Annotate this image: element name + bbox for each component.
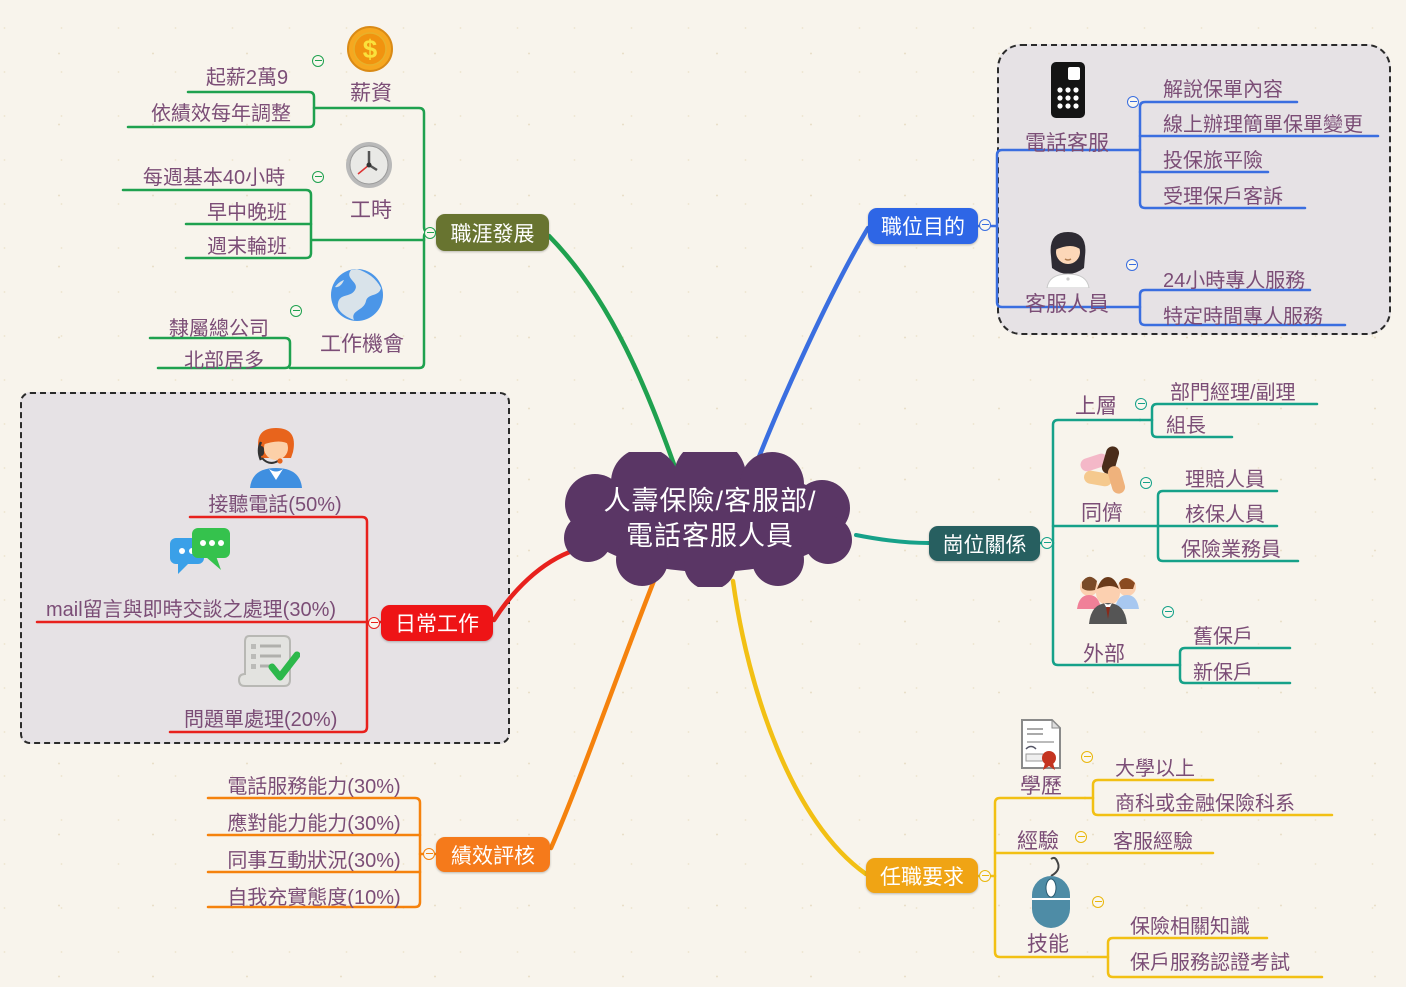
collapse-toggle-skills[interactable]	[1092, 896, 1104, 908]
collapse-toggle-relations[interactable]	[1041, 537, 1053, 549]
leaf-new-policyholder[interactable]: 新保戶	[1193, 662, 1253, 684]
main-node-relations[interactable]: 崗位關係	[929, 526, 1040, 561]
leaf-complaints[interactable]: 受理保戶客訴	[1163, 186, 1283, 208]
topic-opportunity[interactable]: 工作機會	[320, 333, 404, 356]
leaf-underwriting-staff[interactable]: 核保人員	[1185, 504, 1265, 526]
leaf-dept-manager[interactable]: 部門經理/副理	[1170, 382, 1296, 404]
main-node-performance[interactable]: 績效評核	[436, 837, 550, 872]
leaf-cert-exam[interactable]: 保戶服務認證考試	[1130, 952, 1290, 974]
collapse-toggle-phone-cs[interactable]	[1127, 96, 1139, 108]
leaf-service-24h[interactable]: 24小時專人服務	[1163, 270, 1306, 292]
collapse-toggle-hours[interactable]	[312, 171, 324, 183]
leaf-self-improvement[interactable]: 自我充實態度(10%)	[227, 887, 401, 909]
topic-external[interactable]: 外部	[1083, 643, 1125, 666]
topic-superior[interactable]: 上層	[1075, 395, 1117, 418]
clock-icon	[344, 140, 394, 195]
leaf-old-policyholder[interactable]: 舊保戶	[1193, 626, 1253, 648]
leaf-peer-interaction[interactable]: 同事互動狀況(30%)	[227, 850, 401, 872]
leaf-university[interactable]: 大學以上	[1115, 758, 1195, 780]
hands-icon	[1076, 444, 1136, 503]
topic-cs-staff[interactable]: 客服人員	[1025, 293, 1109, 316]
leaf-salary-adjust[interactable]: 依績效每年調整	[151, 103, 291, 125]
collapse-toggle-performance[interactable]	[423, 848, 435, 860]
leaf-north-region[interactable]: 北部居多	[184, 350, 264, 372]
collapse-toggle-career[interactable]	[424, 227, 436, 239]
collapse-toggle-experience[interactable]	[1075, 831, 1087, 843]
leaf-service-specific-hours[interactable]: 特定時間專人服務	[1163, 306, 1323, 328]
topic-salary[interactable]: 薪資	[350, 82, 392, 105]
collapse-toggle-superior[interactable]	[1135, 398, 1147, 410]
agent-icon	[1042, 226, 1094, 293]
main-node-daily-work[interactable]: 日常工作	[381, 605, 493, 641]
main-node-requirements[interactable]: 任職要求	[866, 858, 978, 893]
group-icon	[1074, 570, 1142, 643]
certificate-icon	[1018, 718, 1064, 775]
phone-icon	[1046, 60, 1090, 125]
leaf-phone-skill[interactable]: 電話服務能力(30%)	[227, 776, 401, 798]
leaf-explain-policy[interactable]: 解說保單內容	[1163, 79, 1283, 101]
coin-icon: $	[346, 25, 394, 78]
collapse-toggle-peers[interactable]	[1140, 477, 1152, 489]
collapse-toggle-external[interactable]	[1162, 606, 1174, 618]
collapse-toggle-cs-staff[interactable]	[1126, 259, 1138, 271]
headset-agent-icon	[246, 420, 306, 493]
main-node-purpose[interactable]: 職位目的	[868, 208, 978, 244]
checklist-icon	[234, 632, 301, 699]
leaf-hours-40[interactable]: 每週基本40小時	[142, 167, 286, 189]
leaf-shifts[interactable]: 早中晚班	[207, 202, 287, 224]
svg-text:$: $	[363, 34, 378, 64]
collapse-toggle-requirements[interactable]	[979, 870, 991, 882]
leaf-business-major[interactable]: 商科或金融保險科系	[1115, 793, 1295, 815]
task-tickets[interactable]: 問題單處理(20%)	[184, 709, 338, 731]
topic-phone-cs[interactable]: 電話客服	[1025, 132, 1109, 155]
leaf-travel-insurance[interactable]: 投保旅平險	[1163, 150, 1263, 172]
leaf-claims-staff[interactable]: 理賠人員	[1185, 469, 1265, 491]
leaf-team-lead[interactable]: 組長	[1166, 415, 1206, 437]
collapse-toggle-purpose[interactable]	[979, 219, 991, 231]
leaf-response-skill[interactable]: 應對能力能力(30%)	[227, 813, 401, 835]
leaf-headquarters[interactable]: 隸屬總公司	[169, 318, 269, 340]
topic-education[interactable]: 學歷	[1020, 775, 1062, 798]
collapse-toggle-education[interactable]	[1081, 751, 1093, 763]
leaf-online-change[interactable]: 線上辦理簡單保單變更	[1163, 114, 1363, 136]
globe-icon	[329, 267, 385, 328]
mouse-icon	[1030, 856, 1072, 935]
leaf-weekend-shift[interactable]: 週末輪班	[207, 236, 287, 258]
task-answer-calls[interactable]: 接聽電話(50%)	[208, 494, 342, 516]
topic-peers[interactable]: 同儕	[1081, 502, 1123, 525]
leaf-insurance-knowledge[interactable]: 保險相關知識	[1130, 916, 1250, 938]
leaf-insurance-agent[interactable]: 保險業務員	[1181, 539, 1281, 561]
central-topic-line1: 人壽保險/客服部/	[603, 486, 817, 516]
leaf-salary-start[interactable]: 起薪2萬9	[205, 67, 289, 89]
topic-skills[interactable]: 技能	[1027, 933, 1069, 956]
topic-experience[interactable]: 經驗	[1017, 830, 1059, 853]
main-node-career[interactable]: 職涯發展	[436, 214, 549, 251]
task-mail-chat[interactable]: mail留言與即時交談之處理(30%)	[46, 599, 337, 621]
topic-hours[interactable]: 工時	[350, 199, 392, 222]
collapse-toggle-opportunity[interactable]	[290, 305, 302, 317]
central-topic-line2: 電話客服人員	[626, 521, 794, 551]
central-topic[interactable]: 人壽保險/客服部/ 電話客服人員	[552, 484, 868, 554]
central-cloud-shape	[564, 452, 852, 587]
collapse-toggle-daily[interactable]	[368, 617, 380, 629]
collapse-toggle-salary[interactable]	[312, 55, 324, 67]
leaf-cs-experience[interactable]: 客服經驗	[1113, 831, 1193, 853]
chat-icon	[168, 526, 232, 587]
